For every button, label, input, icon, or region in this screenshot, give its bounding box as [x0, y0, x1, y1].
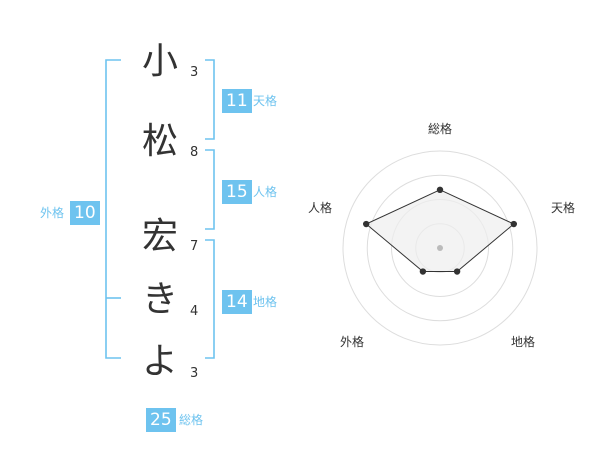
tenkaku-value: 11: [222, 89, 252, 113]
name-char-1: 小: [141, 41, 178, 82]
radar-points: [362, 186, 518, 275]
radar-point-3: [453, 268, 461, 275]
radar-point-5: [362, 220, 370, 228]
radar-label-jinkaku: 人格: [308, 201, 333, 215]
name-char-5: よ: [141, 341, 178, 382]
radar-label-chikaku: 地格: [511, 335, 536, 349]
radar-point-2: [510, 220, 518, 228]
radar-shape: [365, 189, 515, 272]
jinkaku-label: 人格: [253, 185, 278, 199]
radar-center-dot: [437, 245, 443, 251]
radar-ring: [342, 150, 538, 346]
gaikaku-label: 外格: [40, 206, 65, 220]
radar-label-tenkaku: 天格: [551, 201, 576, 215]
name-char-2: 松: [141, 121, 178, 162]
tenkaku-bracket: [205, 59, 215, 140]
stroke-count-5: 3: [190, 366, 199, 381]
radar-label-soukaku: 総格: [428, 122, 453, 136]
gaikaku-value: 10: [70, 201, 100, 225]
tenkaku-label: 天格: [253, 94, 278, 108]
name-char-4: き: [141, 279, 178, 320]
radar-label-gaikaku: 外格: [340, 335, 365, 349]
radar-point-4: [419, 268, 427, 275]
chikaku-bracket: [205, 239, 215, 359]
gaikaku-bracket: [105, 59, 121, 359]
stroke-count-2: 8: [190, 145, 199, 160]
radar-ring: [366, 174, 514, 322]
soukaku-value: 25: [146, 408, 176, 432]
stroke-count-1: 3: [190, 65, 199, 80]
jinkaku-value: 15: [222, 180, 252, 204]
chikaku-label: 地格: [253, 295, 278, 309]
jinkaku-bracket: [205, 149, 215, 230]
radar-point-1: [436, 186, 444, 193]
soukaku-label: 総格: [179, 413, 204, 427]
stroke-count-3: 7: [190, 239, 199, 254]
chikaku-value: 14: [222, 290, 252, 314]
stroke-count-4: 4: [190, 304, 199, 319]
name-char-3: 宏: [141, 216, 178, 257]
